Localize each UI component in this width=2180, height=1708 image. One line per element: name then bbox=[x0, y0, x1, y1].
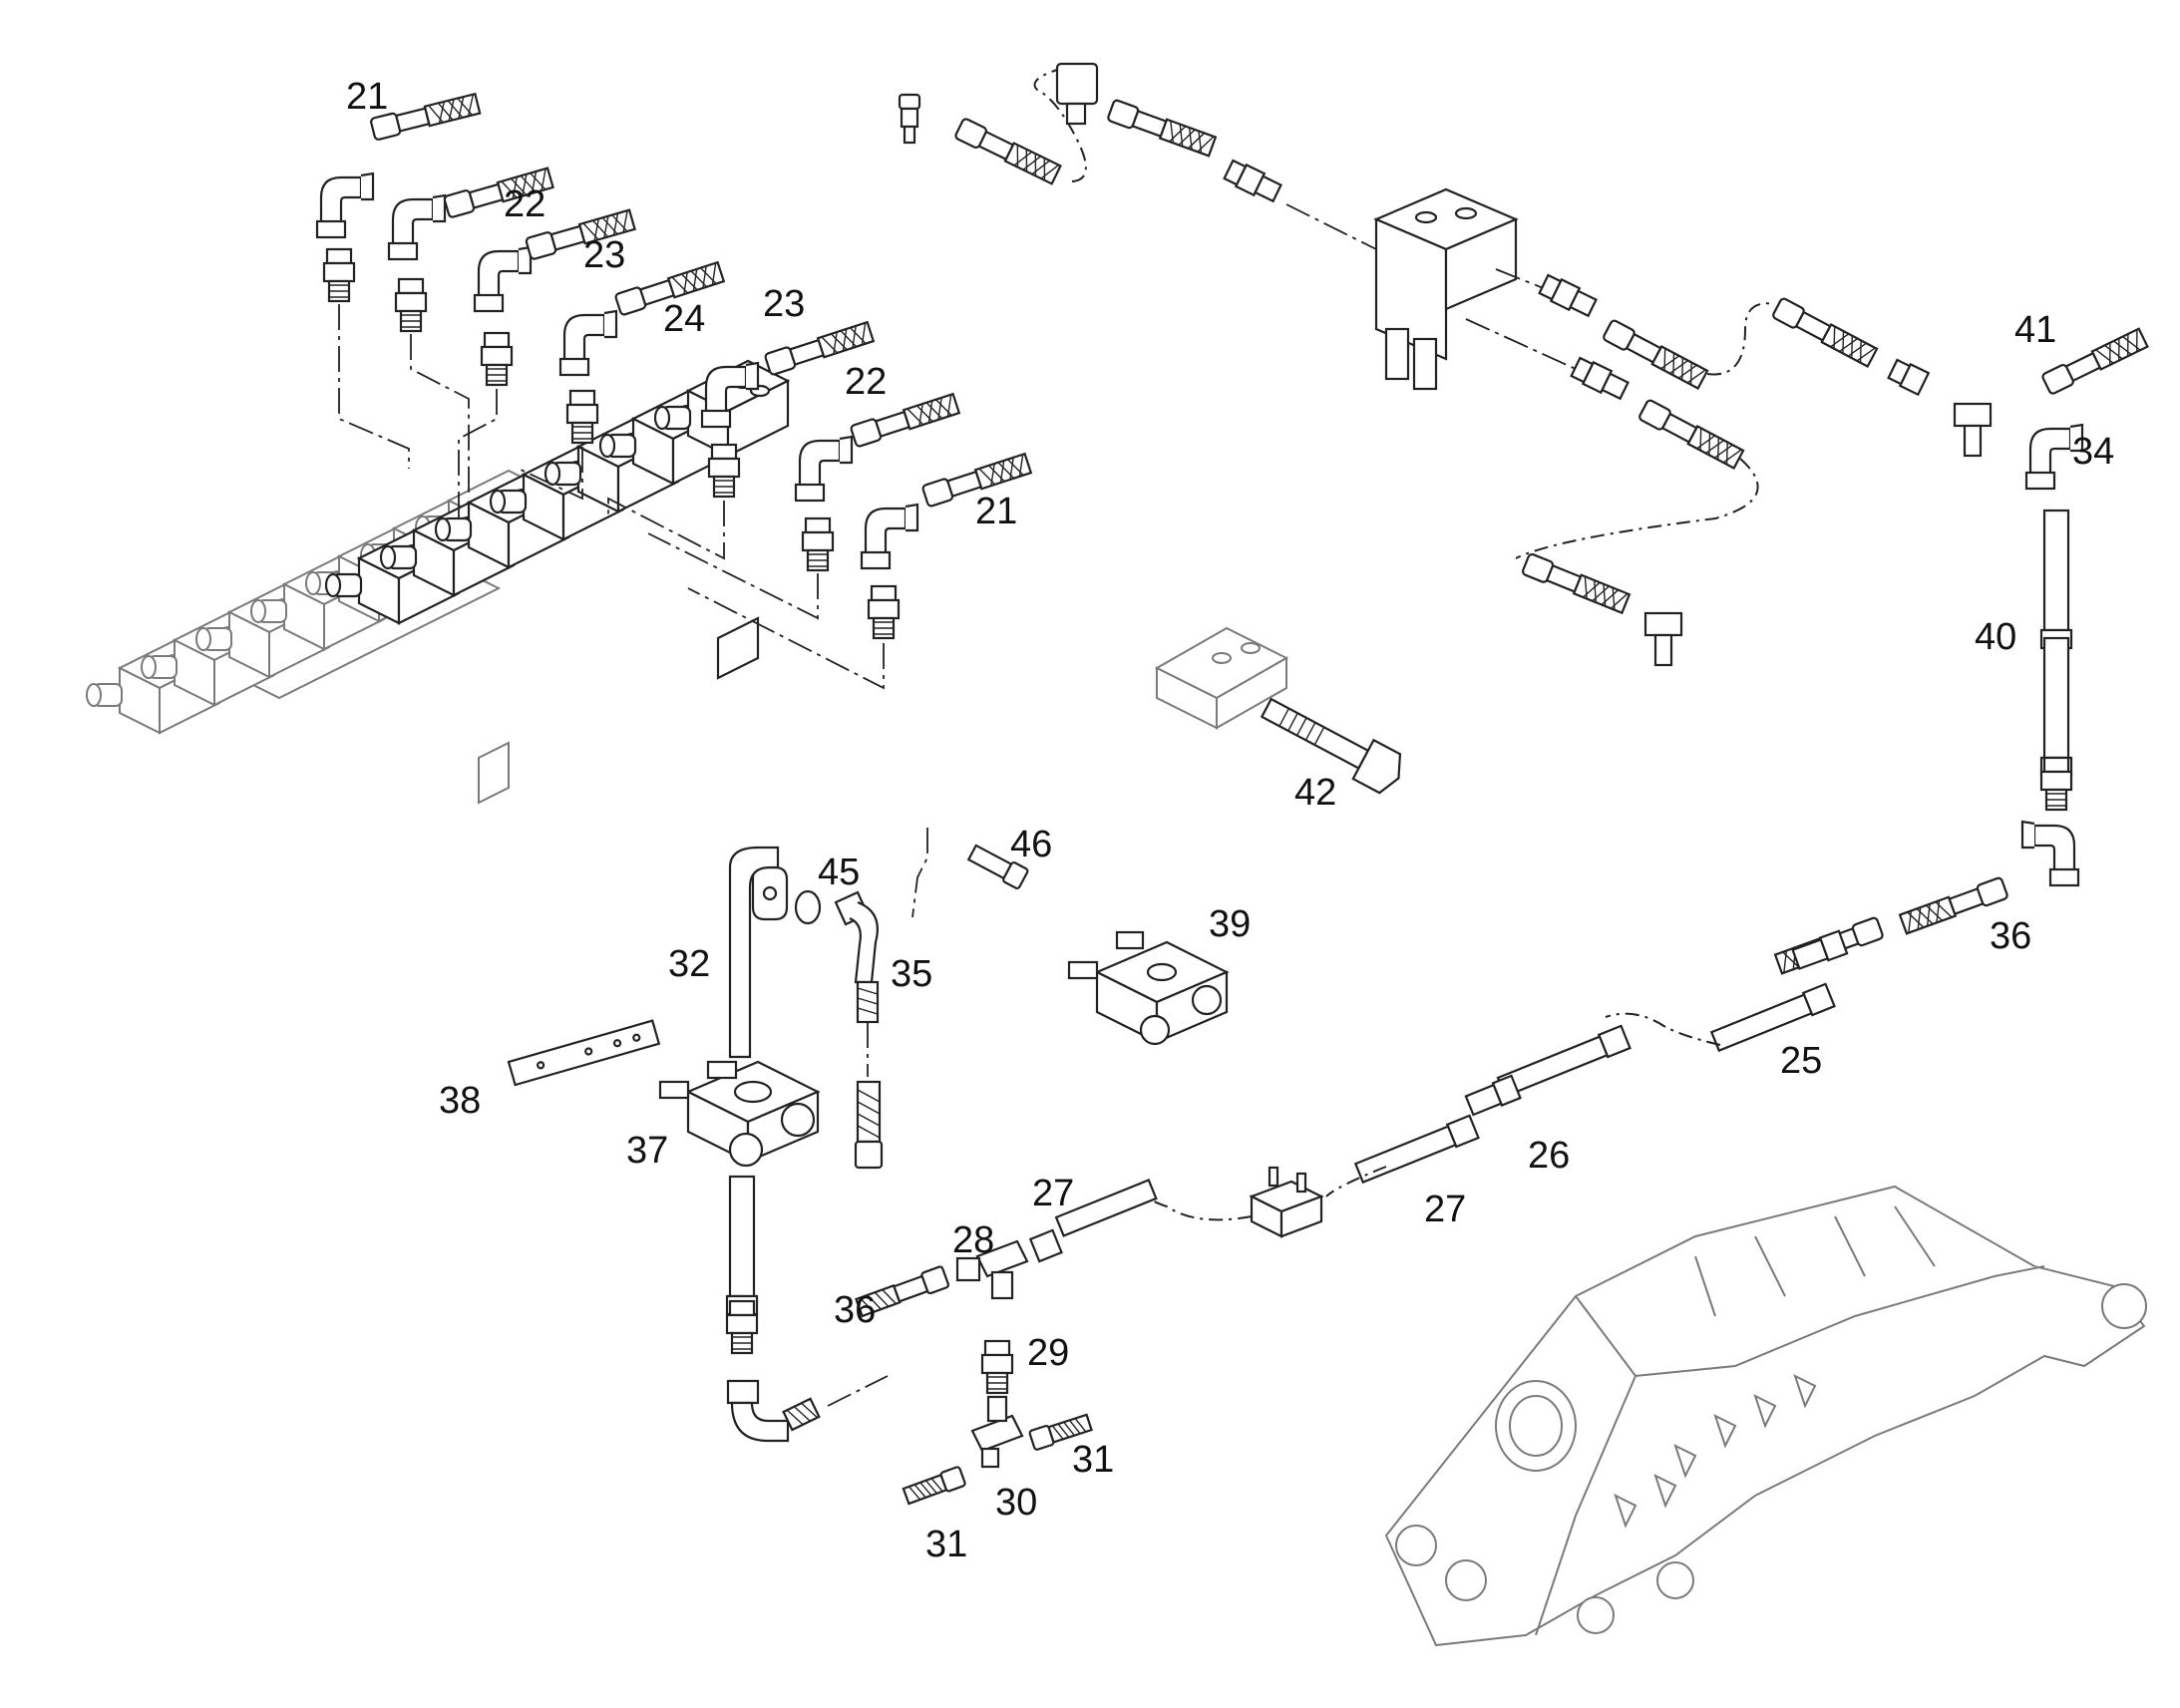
callout-32: 32 bbox=[668, 943, 711, 985]
callout-37: 37 bbox=[626, 1130, 669, 1172]
callout-35: 35 bbox=[891, 953, 933, 995]
right-pipe-column bbox=[1898, 326, 2149, 936]
top-hose-assembly bbox=[898, 62, 1993, 667]
callout-22-mid: 22 bbox=[845, 361, 888, 403]
callout-46: 46 bbox=[1010, 824, 1053, 865]
callout-21-top: 21 bbox=[346, 76, 389, 118]
valve-bank bbox=[324, 359, 790, 680]
callout-27-upper: 27 bbox=[1032, 1173, 1075, 1214]
bracket-and-bolt bbox=[1154, 626, 1402, 795]
callout-21-mid: 21 bbox=[975, 491, 1018, 532]
callout-41: 41 bbox=[2014, 309, 2057, 351]
callout-30: 30 bbox=[995, 1482, 1038, 1524]
callout-27-right: 27 bbox=[1424, 1189, 1467, 1230]
mid-components bbox=[507, 828, 1230, 1443]
callout-36-right: 36 bbox=[1990, 915, 2032, 957]
excavator-boom bbox=[1384, 1185, 2147, 1647]
callout-26: 26 bbox=[1528, 1135, 1571, 1177]
callout-34: 34 bbox=[2072, 431, 2115, 473]
callout-40: 40 bbox=[1975, 616, 2017, 658]
callout-31-left: 31 bbox=[925, 1524, 968, 1565]
callout-28: 28 bbox=[952, 1219, 995, 1261]
callout-22-top: 22 bbox=[504, 183, 546, 225]
callout-45: 45 bbox=[818, 852, 861, 893]
callout-23-mid: 23 bbox=[763, 283, 806, 325]
callout-36-lower: 36 bbox=[834, 1289, 877, 1331]
lower-hose-run bbox=[855, 915, 1885, 1506]
callout-38: 38 bbox=[439, 1080, 482, 1122]
valve-hose-fittings bbox=[315, 92, 1033, 690]
callout-25: 25 bbox=[1780, 1040, 1823, 1082]
callout-23-top: 23 bbox=[583, 234, 626, 276]
callout-39: 39 bbox=[1209, 903, 1252, 945]
callout-24: 24 bbox=[663, 298, 706, 340]
callout-31-right: 31 bbox=[1072, 1439, 1115, 1481]
callout-42: 42 bbox=[1294, 772, 1337, 814]
callout-29: 29 bbox=[1027, 1332, 1070, 1374]
